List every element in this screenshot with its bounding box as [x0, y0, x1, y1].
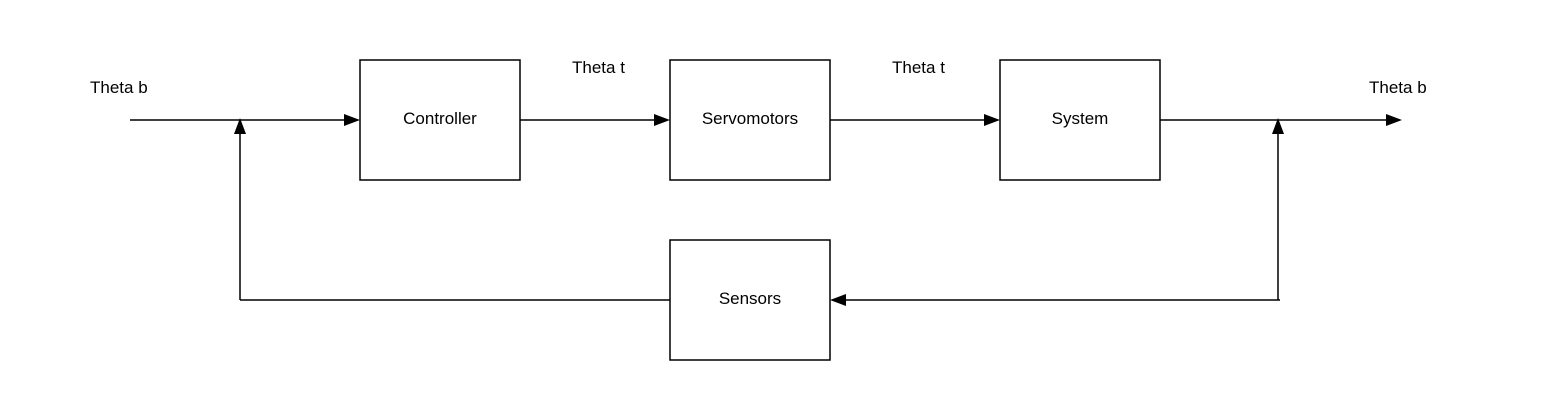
servomotors-block: Servomotors [669, 59, 831, 181]
summing-junction-arrowhead [234, 118, 246, 134]
controller-block: Controller [359, 59, 521, 181]
system-label: System [1052, 109, 1109, 128]
input-signal-label: Theta b [90, 78, 148, 97]
controller-input-arrowhead [344, 114, 360, 126]
servomotors-label: Servomotors [702, 109, 798, 128]
servomotor-output-signal-label: Theta t [892, 58, 945, 77]
system-box [999, 59, 1161, 181]
system-input-arrowhead [984, 114, 1000, 126]
sensors-label: Sensors [719, 289, 781, 308]
controller-output-signal-label: Theta t [572, 58, 625, 77]
servo-input-arrowhead [654, 114, 670, 126]
sensors-box [669, 239, 831, 361]
output-arrowhead [1386, 114, 1402, 126]
controller-label: Controller [403, 109, 477, 128]
sensors-input-arrowhead [830, 294, 846, 306]
output-signal-label: Theta b [1369, 78, 1427, 97]
sensors-block: Sensors [669, 239, 831, 361]
servomotors-box [669, 59, 831, 181]
output-tap-arrowhead [1272, 118, 1284, 134]
system-block: System [999, 59, 1161, 181]
controller-box [359, 59, 521, 181]
